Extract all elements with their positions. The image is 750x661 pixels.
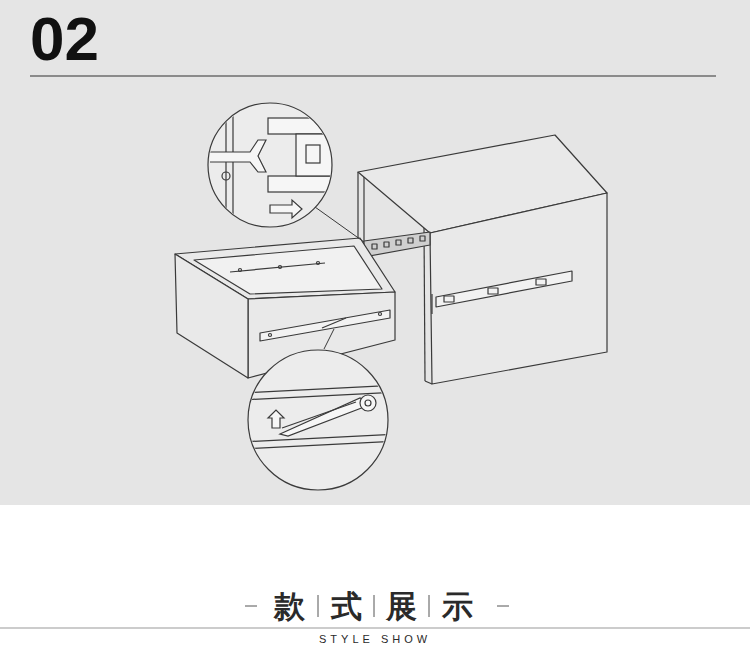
line-art	[420, 236, 425, 241]
line-art	[429, 595, 430, 617]
line-art	[175, 254, 248, 378]
line-art	[230, 263, 325, 272]
line-art	[260, 310, 390, 341]
line-art	[280, 398, 372, 436]
title-rule	[30, 75, 716, 76]
line-art	[225, 100, 226, 230]
line-art	[497, 606, 509, 607]
top-detail-callout	[208, 100, 364, 242]
line-art	[431, 294, 432, 314]
line-art	[318, 595, 319, 617]
line-art	[282, 402, 356, 428]
line-art	[379, 313, 382, 316]
line-art	[232, 100, 233, 230]
heading-subtitle: STYLE SHOW	[319, 633, 431, 646]
heading-character: 示	[442, 588, 473, 625]
line-art	[315, 207, 364, 242]
line-art	[324, 329, 334, 349]
line-art	[245, 606, 257, 607]
line-art	[322, 318, 346, 328]
line-art	[240, 392, 400, 400]
line-art	[248, 350, 388, 490]
line-art	[430, 193, 607, 384]
line-art	[240, 385, 400, 393]
line-art	[384, 242, 389, 247]
line-art	[270, 200, 302, 218]
drawer	[175, 238, 395, 378]
line-art	[360, 395, 376, 411]
line-art	[536, 279, 546, 285]
line-art	[268, 118, 338, 134]
section-number: 02	[30, 4, 99, 74]
line-art	[240, 385, 400, 449]
line-art	[364, 232, 430, 257]
line-art	[444, 296, 454, 302]
heading-character: 式	[331, 588, 362, 625]
line-art	[396, 240, 401, 245]
heading-character: 款	[274, 588, 305, 625]
line-art	[488, 288, 498, 294]
line-art	[317, 262, 320, 265]
line-art	[306, 145, 320, 163]
line-art	[269, 334, 272, 337]
cabinet	[358, 135, 607, 384]
line-art	[240, 441, 400, 449]
line-art	[374, 595, 375, 617]
line-art	[222, 172, 230, 180]
bottom-detail-callout	[240, 329, 400, 490]
line-art	[239, 269, 242, 272]
line-art	[279, 266, 282, 269]
line-art	[436, 271, 572, 307]
line-art	[365, 400, 371, 406]
grey-ground	[0, 0, 750, 505]
line-art	[372, 244, 377, 249]
line-art	[296, 134, 336, 176]
line-art	[268, 176, 338, 192]
heading-ornaments	[0, 595, 750, 628]
line-art	[408, 238, 413, 243]
line-art	[424, 228, 425, 381]
line-art	[0, 628, 750, 629]
line-art	[268, 410, 284, 428]
heading-character: 展	[386, 588, 417, 625]
line-art	[240, 434, 400, 442]
line-art	[425, 381, 432, 384]
line-art	[210, 100, 338, 230]
line-art	[210, 140, 266, 172]
